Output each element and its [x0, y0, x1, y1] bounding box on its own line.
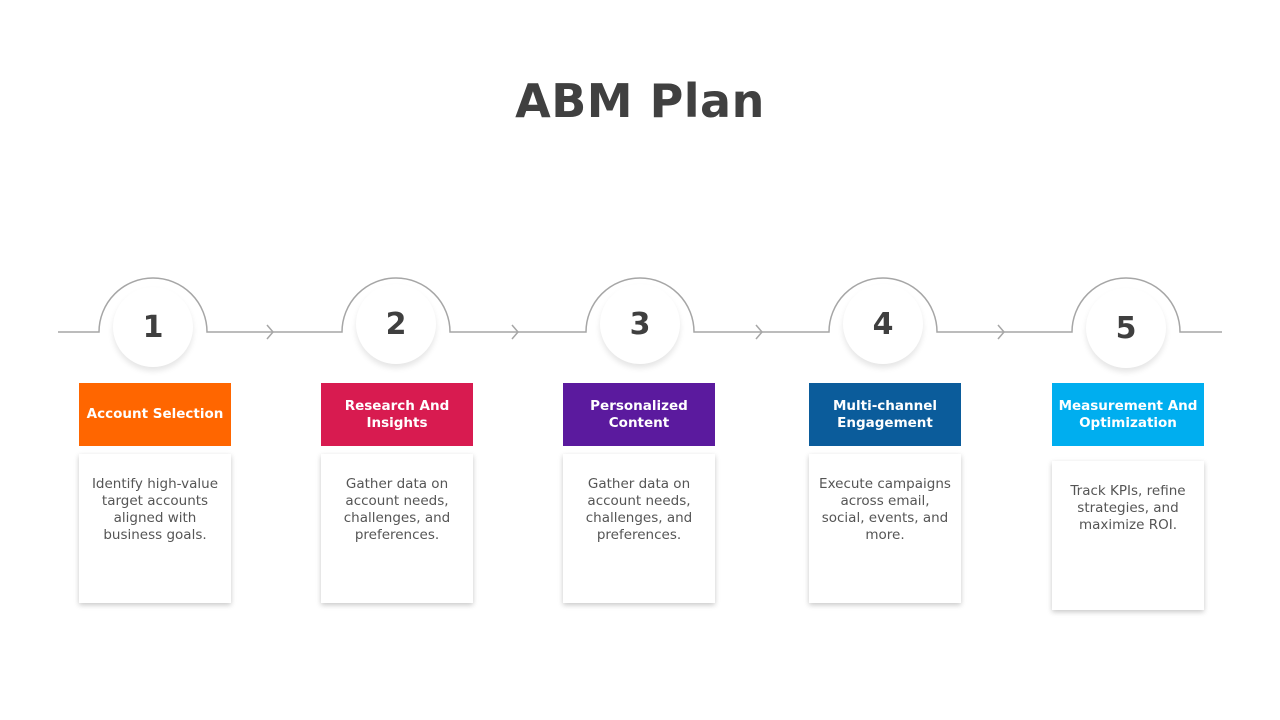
step-number-circle: 5 [1086, 288, 1166, 368]
step-number: 2 [385, 306, 407, 342]
step-description: Gather data on account needs, challenges… [585, 476, 693, 543]
step-description-card: Gather data on account needs, challenges… [321, 454, 473, 603]
step-heading-box: Personalized Content [563, 383, 715, 446]
step-heading-box: Research And Insights [321, 383, 473, 446]
step-description-card: Execute campaigns across email, social, … [809, 454, 961, 603]
step-number-circle: 3 [600, 284, 680, 364]
step-description-card: Gather data on account needs, challenges… [563, 454, 715, 603]
chevron-right-icon [755, 324, 763, 340]
chevron-right-icon [511, 324, 519, 340]
step-number: 5 [1115, 310, 1137, 346]
step-description: Execute campaigns across email, social, … [819, 476, 951, 543]
page-title: ABM Plan [515, 74, 765, 128]
step-heading-box: Measurement And Optimization [1052, 383, 1204, 446]
step-number-circle: 4 [843, 284, 923, 364]
step-number-circle: 2 [356, 284, 436, 364]
chevron-right-icon [997, 324, 1005, 340]
step-description: Gather data on account needs, challenges… [343, 476, 451, 543]
step-heading-box: Multi-channel Engagement [809, 383, 961, 446]
step-description-card: Track KPIs, refine strategies, and maxim… [1052, 461, 1204, 610]
step-number: 4 [872, 306, 894, 342]
step-description-card: Identify high-value target accounts alig… [79, 454, 231, 603]
step-description: Identify high-value target accounts alig… [91, 476, 219, 543]
step-description: Track KPIs, refine strategies, and maxim… [1070, 483, 1186, 533]
step-number: 3 [629, 306, 651, 342]
step-heading-box: Account Selection [79, 383, 231, 446]
step-number: 1 [142, 309, 164, 345]
step-number-circle: 1 [113, 287, 193, 367]
chevron-right-icon [266, 324, 274, 340]
